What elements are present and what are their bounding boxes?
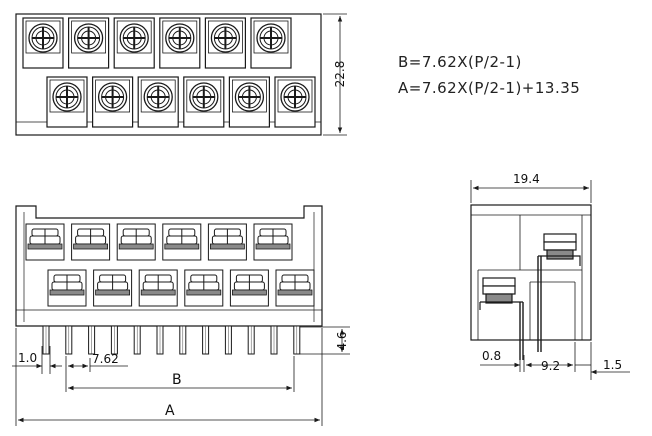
front-view-pin-9 — [224, 325, 232, 355]
top-view-screw-lower-2 — [91, 76, 134, 128]
dim-pin-length-4-6: 4.6 — [300, 326, 350, 355]
front-view-terminal-upper-5 — [207, 223, 247, 261]
side-view-outline — [470, 204, 592, 341]
dim-pitch-7-62: 7.62 — [65, 352, 128, 392]
side-view-front-terminal — [479, 277, 524, 360]
front-view-terminal-upper-3 — [116, 223, 156, 261]
front-view-terminal-upper-2 — [71, 223, 111, 261]
top-view — [15, 13, 322, 136]
front-view-terminal-lower-3 — [138, 269, 178, 307]
front-view-pin-3 — [88, 325, 96, 355]
front-view-pin-11 — [270, 325, 278, 355]
front-view-pin-4 — [110, 325, 118, 355]
front-view-pin-12 — [293, 325, 301, 355]
front-view-terminal-lower-1 — [47, 269, 87, 307]
front-view-pin-8 — [202, 325, 210, 355]
front-view-terminal-lower-2 — [93, 269, 133, 307]
dim-overall-a-label: A — [165, 403, 175, 419]
dim-span-b-label: B — [172, 372, 182, 388]
dim-height-22-8: 22.8 — [323, 13, 347, 136]
top-view-screw-lower-1 — [46, 76, 88, 128]
top-view-screw-upper-1 — [22, 17, 64, 69]
front-view-upper-row — [25, 223, 293, 261]
dim-pitch-label: 7.62 — [92, 352, 119, 366]
dim-pin-offset-label: 1.0 — [18, 351, 37, 365]
formula-a: A=7.62X(P/2-1)+13.35 — [398, 79, 580, 97]
side-view-rear-terminal — [537, 233, 581, 352]
top-view-upper-row — [22, 17, 292, 69]
dim-edge-offset-label: 1.5 — [603, 358, 622, 372]
front-view-lower-row — [47, 269, 315, 307]
dim-pin-offset-1-0: 1.0 — [12, 346, 62, 374]
front-view — [15, 205, 323, 355]
dim-overall-a: A — [15, 328, 323, 426]
top-view-screw-upper-5 — [204, 17, 246, 69]
top-view-screw-upper-3 — [113, 17, 155, 69]
top-view-screw-upper-4 — [159, 17, 201, 69]
dim-row-spacing-label: 9.2 — [541, 359, 560, 373]
front-view-pins — [42, 325, 301, 355]
front-view-terminal-upper-6 — [253, 223, 293, 261]
front-view-pin-7 — [179, 325, 187, 355]
top-view-outline — [15, 13, 322, 136]
front-view-pin-5 — [133, 325, 141, 355]
dim-pin-length-label: 4.6 — [335, 331, 349, 350]
front-view-terminal-upper-4 — [162, 223, 202, 261]
side-view — [470, 204, 592, 360]
top-view-screw-upper-2 — [67, 17, 110, 69]
top-view-screw-lower-6 — [274, 76, 316, 128]
dim-pin-width-label: 0.8 — [482, 349, 501, 363]
front-view-terminal-upper-1 — [25, 223, 65, 261]
dim-side-width-19-4: 19.4 — [470, 172, 592, 203]
top-view-screw-lower-5 — [228, 76, 270, 128]
dim-height-label: 22.8 — [333, 61, 347, 88]
dim-side-width-label: 19.4 — [513, 172, 540, 186]
top-view-screw-upper-6 — [250, 17, 292, 69]
front-view-pin-1 — [42, 325, 50, 355]
top-view-screw-lower-3 — [137, 76, 179, 128]
front-view-terminal-lower-4 — [184, 269, 224, 307]
dim-side-bottom: 0.8 9.2 1.5 — [480, 342, 630, 380]
front-view-pin-6 — [156, 325, 164, 355]
dim-span-b: B — [68, 356, 295, 392]
front-view-outline — [15, 205, 323, 327]
top-view-lower-row — [46, 76, 316, 128]
front-view-pin-10 — [247, 325, 255, 355]
formula-b: B=7.62X(P/2-1) — [398, 53, 522, 71]
front-view-terminal-lower-5 — [229, 269, 269, 307]
front-view-pin-2 — [65, 325, 73, 355]
top-view-screw-lower-4 — [183, 76, 225, 128]
front-view-terminal-lower-6 — [275, 269, 315, 307]
